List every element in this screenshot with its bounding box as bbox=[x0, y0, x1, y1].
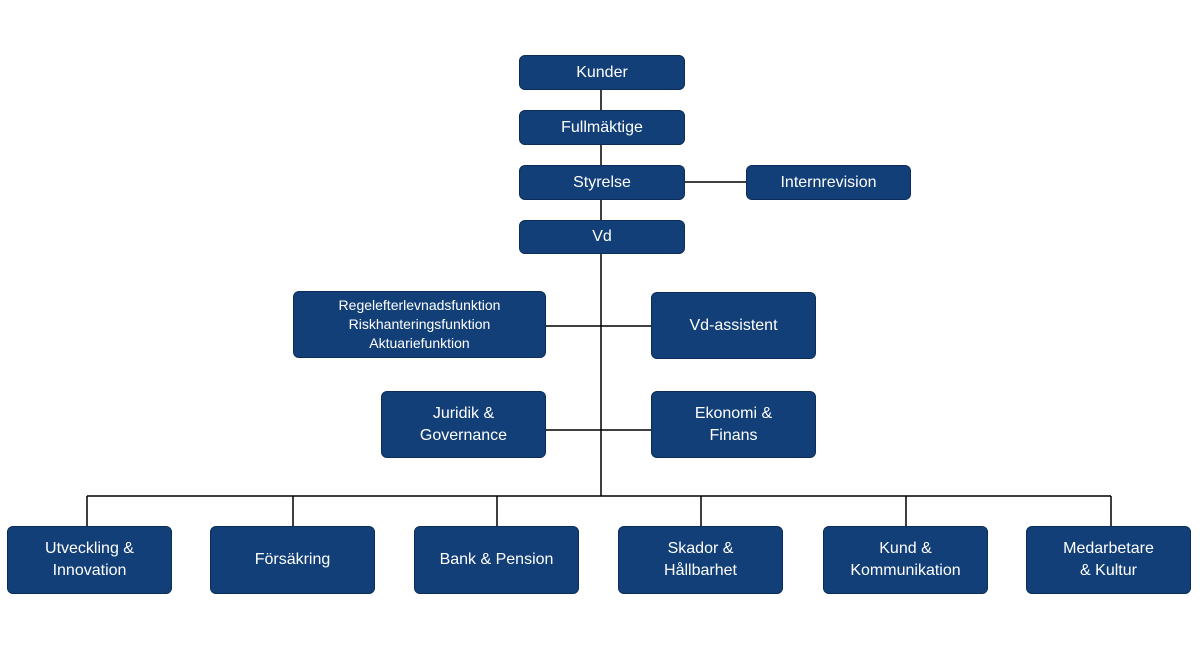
node-forsakring: Försäkring bbox=[210, 526, 375, 594]
node-skador-hallbarhet: Skador & Hållbarhet bbox=[618, 526, 783, 594]
node-label: Vd bbox=[592, 228, 612, 245]
node-label-line-1: Kund & bbox=[879, 540, 932, 557]
node-label-line-2: Hållbarhet bbox=[664, 562, 737, 579]
node-label-line-2: & Kultur bbox=[1080, 562, 1137, 579]
node-vd: Vd bbox=[519, 220, 685, 254]
node-control-functions: Regelefterlevnadsfunktion Riskhanterings… bbox=[293, 291, 546, 358]
node-label-line-1: Juridik & bbox=[432, 404, 495, 422]
node-medarbetare-kultur: Medarbetare & Kultur bbox=[1026, 526, 1191, 594]
node-label-line-1: Ekonomi & bbox=[694, 404, 773, 422]
node-label: Vd-assistent bbox=[689, 316, 778, 334]
node-label-line-1: Skador & bbox=[667, 540, 734, 557]
node-label-line-1: Regelefterlevnadsfunktion bbox=[338, 297, 501, 313]
node-label: Internrevision bbox=[780, 173, 877, 191]
node-label-line-2: Finans bbox=[709, 426, 758, 444]
node-label-line-1: Medarbetare bbox=[1063, 540, 1154, 557]
node-label-line-1: Utveckling & bbox=[45, 540, 134, 557]
node-label-line-2: Riskhanteringsfunktion bbox=[348, 316, 491, 332]
node-label-line-2: Governance bbox=[419, 426, 508, 444]
node-juridik-governance: Juridik & Governance bbox=[381, 391, 546, 458]
node-label: Fullmäktige bbox=[561, 118, 643, 136]
node-label-line-2: Innovation bbox=[52, 562, 127, 579]
node-styrelse: Styrelse bbox=[519, 165, 685, 200]
node-utveckling-innovation: Utveckling & Innovation bbox=[7, 526, 172, 594]
node-label-line-2: Kommunikation bbox=[850, 562, 961, 579]
node-bank-pension: Bank & Pension bbox=[414, 526, 579, 594]
node-label-line-1: Bank & Pension bbox=[439, 551, 554, 568]
node-internrevision: Internrevision bbox=[746, 165, 911, 200]
node-kunder: Kunder bbox=[519, 55, 685, 90]
node-label-line-1: Försäkring bbox=[254, 551, 331, 568]
node-fullmaktige: Fullmäktige bbox=[519, 110, 685, 145]
node-label: Styrelse bbox=[573, 173, 631, 191]
node-label: Kunder bbox=[576, 63, 628, 81]
node-kund-kommunikation: Kund & Kommunikation bbox=[823, 526, 988, 594]
node-vd-assistent: Vd-assistent bbox=[651, 292, 816, 359]
node-ekonomi-finans: Ekonomi & Finans bbox=[651, 391, 816, 458]
node-label-line-3: Aktuariefunktion bbox=[369, 335, 470, 351]
